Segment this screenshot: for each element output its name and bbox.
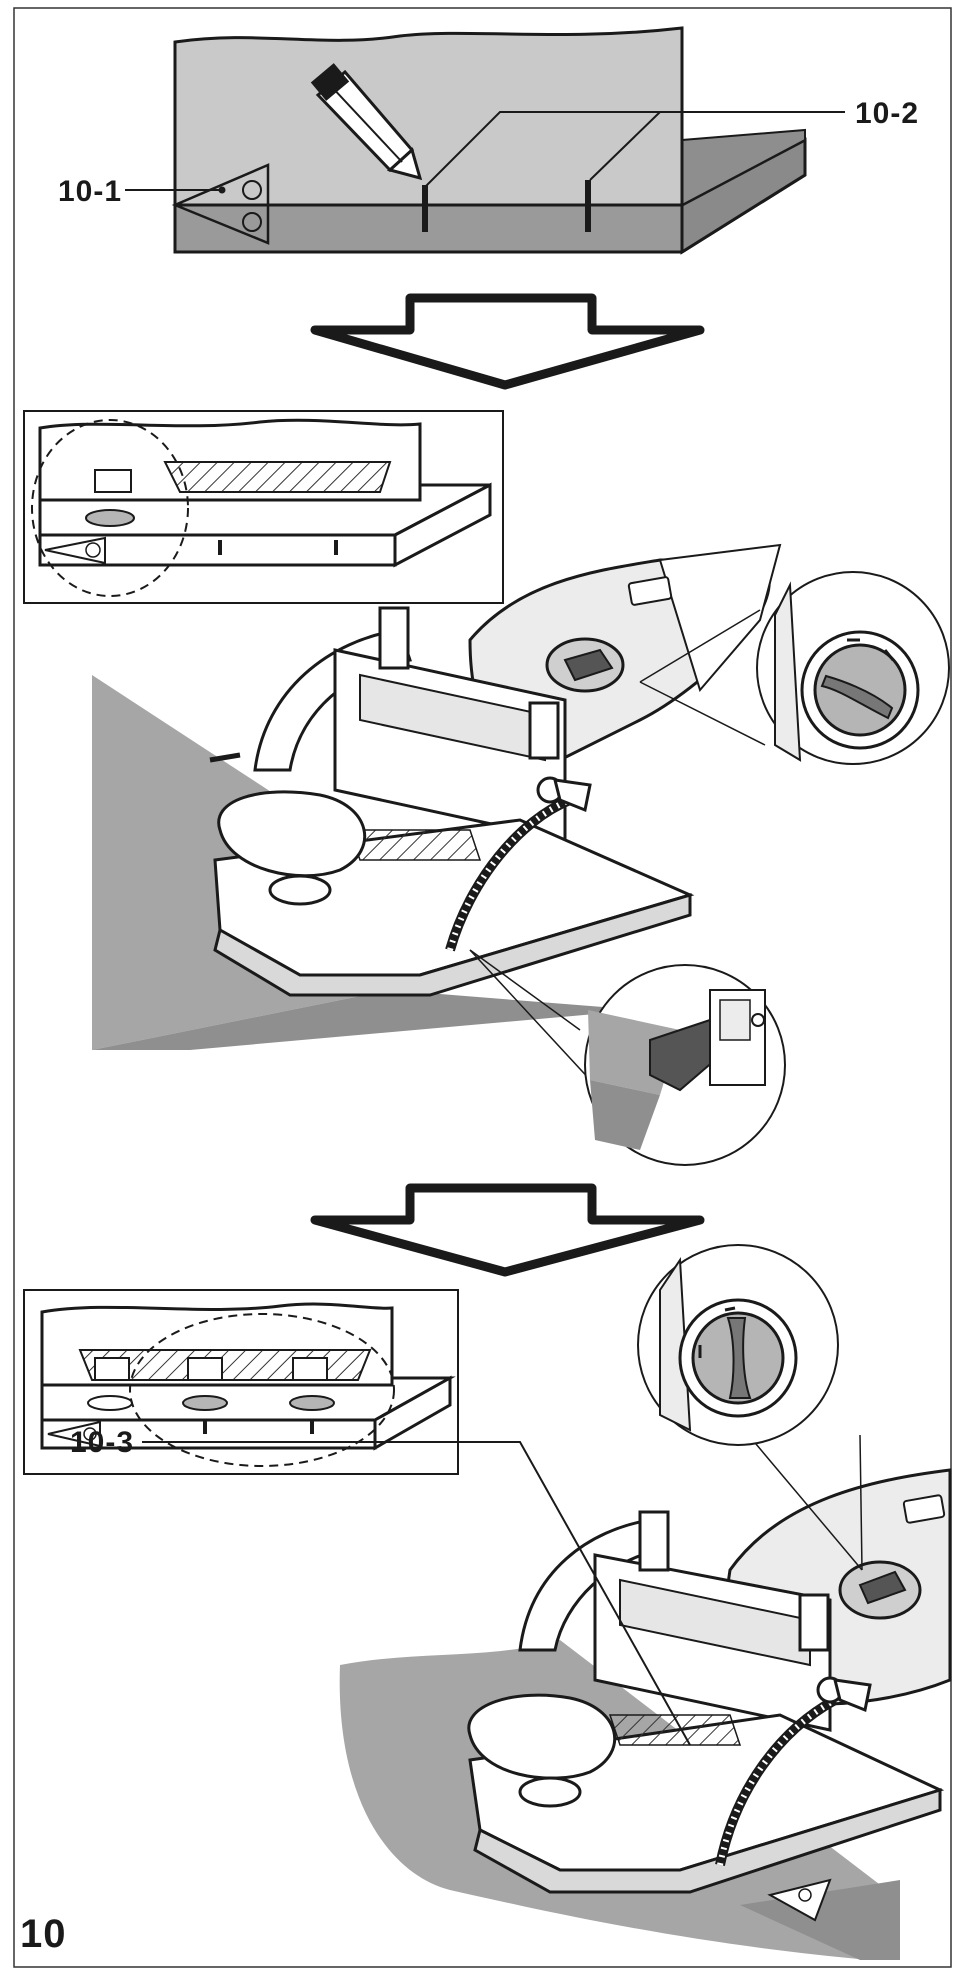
triangle-mark <box>171 163 270 245</box>
pencil-icon <box>310 63 423 181</box>
clamp-lever-icon <box>536 776 592 813</box>
front-handle <box>467 1693 617 1780</box>
callout-10-2: 10-2 <box>855 97 920 130</box>
upright-panel <box>173 26 684 207</box>
down-arrow-icon <box>310 293 705 390</box>
biscuit-joiner-step-2 <box>92 543 782 1050</box>
dial-detail-zoom <box>639 571 950 765</box>
page-border <box>13 7 952 1968</box>
callout-10-1: 10-1 <box>58 175 123 208</box>
step-1-marking <box>125 26 845 255</box>
rotary-dial-icon <box>545 637 625 693</box>
down-arrow-icon <box>310 1183 705 1277</box>
dial-detail-zoom <box>637 1244 863 1571</box>
biscuit-joiner-step-3 <box>142 1441 952 1960</box>
rotary-dial-icon <box>838 1560 922 1620</box>
front-handle <box>217 790 367 878</box>
inset-detail-1 <box>23 410 504 604</box>
clamp-lever-icon <box>816 1676 872 1713</box>
callout-10-3: 10-3 <box>70 1426 135 1459</box>
figure-number: 10 <box>20 1912 67 1956</box>
clamp-detail-zoom <box>469 949 786 1166</box>
inset-detail-2 <box>23 1289 459 1475</box>
